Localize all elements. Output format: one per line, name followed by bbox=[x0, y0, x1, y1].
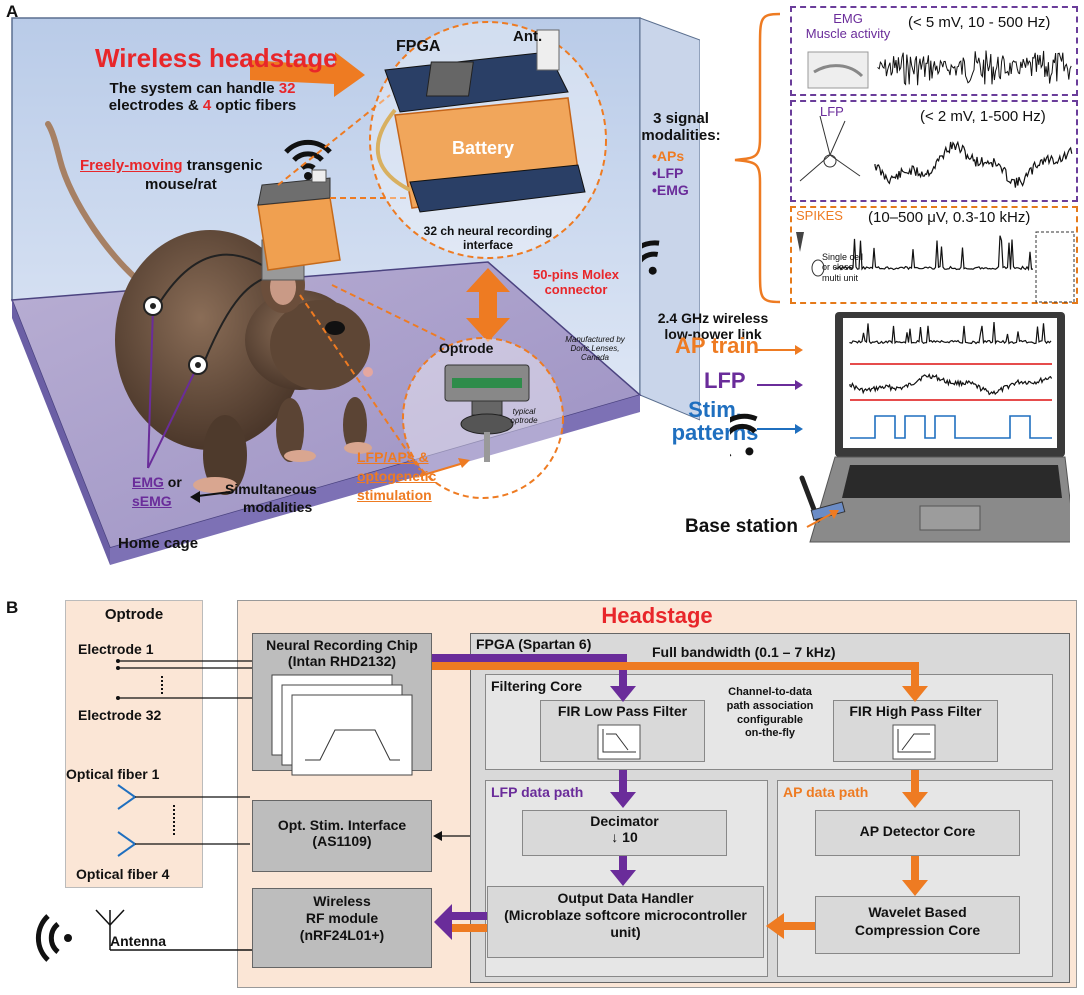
wifi-icon bbox=[642, 240, 660, 278]
antenna-label: Antenna bbox=[110, 933, 166, 949]
optrode-block-title: Optrode bbox=[104, 606, 164, 623]
modality-aps: •APs bbox=[652, 148, 685, 164]
laptop-pointer-arrows bbox=[757, 345, 803, 434]
modality-emg: •EMG bbox=[652, 182, 689, 198]
fpga-label: FPGA bbox=[396, 38, 441, 55]
opt-stim-interface-block bbox=[252, 800, 432, 872]
fir-high-label: FIR High Pass Filter bbox=[849, 703, 982, 719]
filter-response-icon bbox=[597, 724, 936, 760]
neural-chip-label: Neural Recording Chip(Intan RHD2132) bbox=[266, 637, 418, 670]
lfp-box-title: LFP bbox=[820, 104, 844, 119]
wireless-headstage-title: Wireless headstage bbox=[95, 43, 338, 73]
ap-detector-label: AP Detector Core bbox=[859, 823, 976, 839]
base-station-label: Base station bbox=[685, 516, 798, 537]
base-station-arrow bbox=[806, 510, 839, 528]
electrode-32-label: Electrode 32 bbox=[78, 707, 162, 723]
filter-response-icon bbox=[271, 674, 413, 776]
lfp-signal-box bbox=[790, 100, 1078, 202]
lfp-path-label: LFP data path bbox=[491, 784, 584, 800]
decimator-label: Decimator↓ 10 bbox=[590, 813, 659, 846]
output-data-handler-block bbox=[487, 886, 764, 958]
optrode-label: Optrode bbox=[439, 340, 494, 356]
block-diagram-connections bbox=[35, 654, 936, 962]
transgenic-text: mouse/rat bbox=[145, 176, 217, 193]
wifi-icon bbox=[730, 413, 846, 523]
output-handler-label: Output Data Handler(Microblaze softcore … bbox=[504, 890, 747, 940]
wifi-icon bbox=[284, 139, 332, 180]
filtering-core-label: Filtering Core bbox=[491, 678, 583, 694]
ap-detector-block bbox=[815, 810, 1020, 856]
modality-lfp: •LFP bbox=[652, 165, 684, 181]
electrode-1-label: Electrode 1 bbox=[78, 641, 154, 657]
lfp-laptop-label: LFP bbox=[704, 368, 746, 393]
spikes-box-spec: (10–500 μV, 0.3-10 kHz) bbox=[868, 209, 1031, 226]
optrode-device-icon bbox=[444, 364, 530, 462]
headstage-block-title: Headstage bbox=[601, 603, 713, 628]
optrode-block bbox=[65, 600, 203, 888]
rf-module-block bbox=[252, 888, 432, 968]
headstage-device-icon bbox=[257, 169, 341, 281]
wavelet-compression-block bbox=[815, 896, 1020, 954]
home-cage-label: Home cage bbox=[118, 535, 199, 552]
opt-stim-label: Opt. Stim. Interface(AS1109) bbox=[277, 817, 407, 850]
fir-low-label: FIR Low Pass Filter bbox=[557, 703, 688, 719]
panel-a-label: A bbox=[6, 2, 19, 21]
ap-train-label: AP train bbox=[675, 333, 759, 358]
spikes-box-title: SPIKES bbox=[796, 208, 843, 223]
emg-box-spec: (< 5 mV, 10 - 500 Hz) bbox=[908, 14, 1051, 31]
battery-label: Battery bbox=[452, 138, 515, 158]
wifi-icon bbox=[35, 914, 72, 962]
decimator-block bbox=[522, 810, 727, 856]
fpga-title: FPGA (Spartan 6) bbox=[476, 636, 592, 652]
laptop-icon bbox=[809, 312, 1070, 543]
optical-fiber-4-label: Optical fiber 4 bbox=[76, 866, 170, 882]
modality-brace bbox=[734, 12, 781, 304]
panel-b-label: B bbox=[6, 598, 19, 617]
antenna-icon bbox=[95, 909, 252, 951]
ap-path-label: AP data path bbox=[783, 784, 869, 800]
full-bandwidth-label: Full bandwidth (0.1 – 7 kHz) bbox=[652, 644, 836, 660]
antenna-label: Ant. bbox=[513, 28, 543, 45]
freely-moving-text: Freely-moving transgenic bbox=[80, 157, 263, 174]
home-cage-illustration bbox=[10, 17, 700, 565]
signal-traces bbox=[796, 50, 1075, 303]
system-capacity-text: The system can handle 32 electrodes & 4 … bbox=[108, 80, 297, 115]
lfp-box-spec: (< 2 mV, 1-500 Hz) bbox=[920, 108, 1046, 125]
optical-fiber-1-label: Optical fiber 1 bbox=[66, 766, 160, 782]
emg-semg-label: EMG or sEMG bbox=[132, 474, 182, 509]
